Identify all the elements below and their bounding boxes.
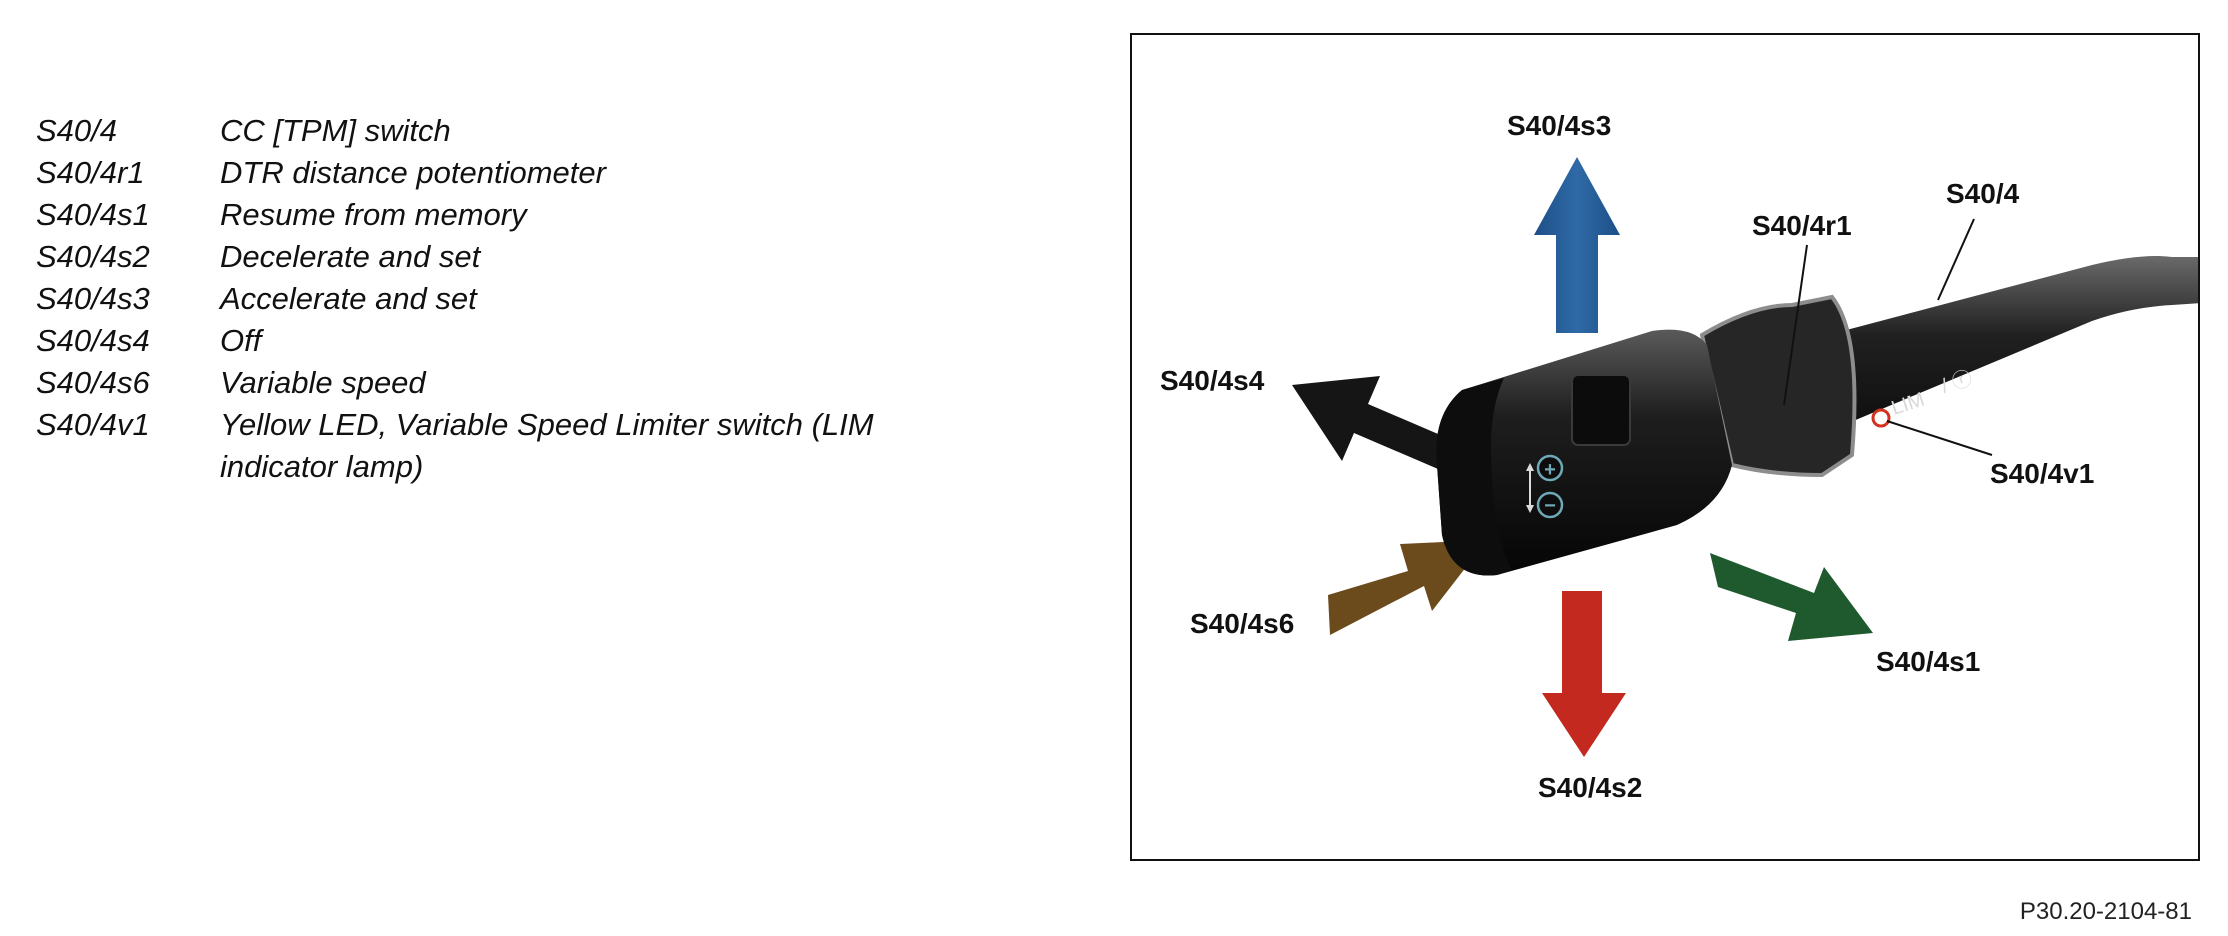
legend-description: CC [TPM] switch: [220, 113, 451, 148]
legend-description: Variable speed: [220, 365, 426, 400]
label-s40-4s6: S40/4s6: [1190, 608, 1294, 639]
legend: S40/4 CC [TPM] switch S40/4r1 DTR distan…: [36, 110, 1076, 488]
leader-line-s40-4: [1937, 218, 1975, 301]
legend-code: S40/4r1: [36, 155, 145, 190]
plus-symbol: +: [1544, 459, 1556, 481]
legend-row-s40-4: S40/4 CC [TPM] switch: [36, 110, 1076, 152]
legend-code: S40/4s2: [36, 239, 150, 274]
legend-row-s40-4s2: S40/4s2 Decelerate and set: [36, 236, 1076, 278]
legend-code: S40/4s1: [36, 197, 150, 232]
up-down-arrows-icon: [1526, 463, 1534, 513]
legend-row-s40-4s1: S40/4s1 Resume from memory: [36, 194, 1076, 236]
legend-row-s40-4s3: S40/4s3 Accelerate and set: [36, 278, 1076, 320]
legend-description: Accelerate and set: [220, 281, 477, 316]
minus-button-icon: [1536, 491, 1564, 519]
label-s40-4r1: S40/4r1: [1752, 210, 1852, 241]
cruise-control-lever: + − LIM / ⓡ: [1436, 256, 2198, 576]
leader-line-s40-4r1: [1783, 244, 1808, 406]
legend-description: Yellow LED, Variable Speed Limiter switc…: [220, 407, 874, 484]
cruise-control-lever-diagram: + − LIM / ⓡ S40/4s3 S40/4r1 S40/4 S40/4s…: [1160, 110, 2198, 803]
legend-code: S40/4s4: [36, 323, 150, 358]
minus-symbol: −: [1544, 495, 1556, 517]
legend-code: S40/4s3: [36, 281, 150, 316]
label-s40-4s3: S40/4s3: [1507, 110, 1611, 141]
legend-row-s40-4s4: S40/4s4 Off: [36, 320, 1076, 362]
legend-code: S40/4v1: [36, 407, 150, 442]
label-s40-4s2: S40/4s2: [1538, 772, 1642, 803]
legend-row-s40-4v1: S40/4v1 Yellow LED, Variable Speed Limit…: [36, 404, 1076, 488]
legend-description: Decelerate and set: [220, 239, 481, 274]
arrow-s40-4s6: [1328, 540, 1487, 635]
leader-line-s40-4v1: [1886, 420, 1993, 456]
label-s40-4s1: S40/4s1: [1876, 646, 1980, 677]
legend-description: Off: [220, 323, 262, 358]
arrow-s40-4s2: [1542, 591, 1626, 757]
legend-description: Resume from memory: [220, 197, 527, 232]
label-s40-4: S40/4: [1946, 178, 2020, 209]
legend-code: S40/4: [36, 113, 118, 148]
lever-head: [1436, 329, 1732, 576]
figure-reference: P30.20-2104-81: [2019, 898, 2192, 925]
legend-row-s40-4s6: S40/4s6 Variable speed: [36, 362, 1076, 404]
arrow-s40-4s3: [1534, 157, 1620, 333]
arrow-s40-4s1: [1710, 553, 1873, 641]
arrow-s40-4s4: [1292, 376, 1459, 472]
lever-stalk: [1752, 256, 2198, 455]
lim-led-icon: [1871, 408, 1891, 428]
plus-button-icon: [1536, 454, 1564, 482]
label-s40-4s4: S40/4s4: [1160, 365, 1265, 396]
lever-end-cap: [1436, 378, 1512, 576]
lever-chrome-ring: [1699, 294, 1857, 478]
distance-potentiometer-slider: [1571, 374, 1631, 446]
label-s40-4v1: S40/4v1: [1990, 458, 2094, 489]
legend-code: S40/4s6: [36, 365, 150, 400]
legend-row-s40-4r1: S40/4r1 DTR distance potentiometer: [36, 152, 1076, 194]
diagram-frame: + − LIM / ⓡ S40/4s3 S40/4r1 S40/4 S40/4s…: [1130, 33, 2200, 861]
legend-description: DTR distance potentiometer: [220, 155, 606, 190]
